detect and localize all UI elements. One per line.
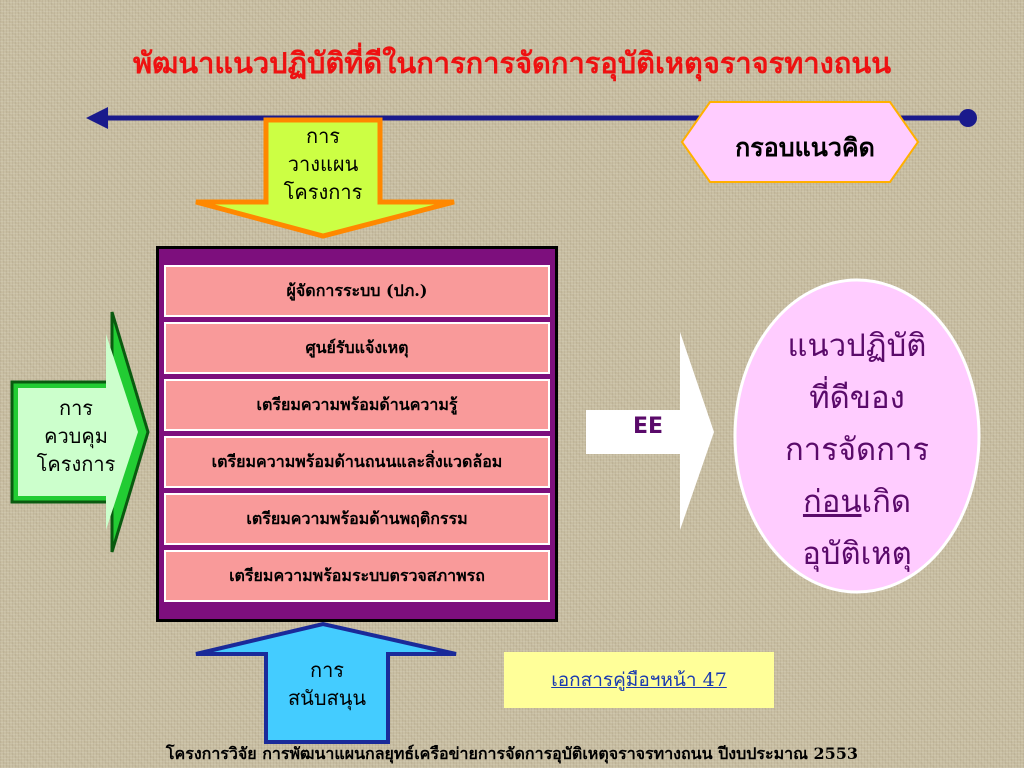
control-line: โครงการ — [36, 452, 116, 476]
outcome-line: ที่ดีของ — [809, 380, 905, 416]
footer-text: โครงการวิจัย การพัฒนาแผนกลยุทธ์เครือข่าย… — [165, 744, 859, 763]
component-row: ผู้จัดการระบบ (ปภ.) — [164, 265, 550, 317]
support-arrow-text: การ สนับสนุน — [270, 656, 384, 712]
ee-arrow — [586, 332, 714, 530]
planning-arrow — [195, 117, 455, 239]
concept-label[interactable]: กรอบแนวคิด — [735, 133, 875, 162]
control-line: ควบคุม — [44, 424, 108, 448]
support-line: การ — [309, 658, 345, 682]
component-row: ศูนย์รับแจ้งเหตุ — [164, 322, 550, 374]
planning-line: โครงการ — [283, 180, 363, 204]
page-title: พัฒนาแนวปฏิบัติที่ดีในการการจัดการอุบัติ… — [132, 46, 892, 80]
ee-label: EE — [632, 414, 664, 439]
planning-line: การ — [305, 124, 341, 148]
components-box: ผู้จัดการระบบ (ปภ.) ศูนย์รับแจ้งเหตุ เตร… — [156, 246, 558, 622]
outcome-text: แนวปฏิบัติ ที่ดีของ การจัดการ ก่อนเกิด อ… — [742, 320, 972, 580]
concept-hexagon[interactable] — [680, 101, 920, 183]
control-arrow-text: การ ควบคุม โครงการ — [14, 394, 138, 478]
outcome-line: อุบัติเหตุ — [802, 536, 912, 572]
outcome-oval — [733, 278, 981, 594]
outcome-line: ก่อนเกิด — [742, 476, 972, 528]
outcome-after: เกิด — [861, 484, 912, 520]
outcome-underlined: ก่อน — [802, 484, 862, 520]
outcome-line: การจัดการ — [785, 432, 929, 468]
component-row: เตรียมความพร้อมด้านพฤติกรรม — [164, 493, 550, 545]
reference-link[interactable]: เอกสารคู่มือฯหน้า 47 — [551, 669, 727, 691]
support-arrow — [195, 621, 457, 744]
planning-arrow-text: การ วางแผน โครงการ — [270, 122, 376, 206]
support-line: สนับสนุน — [287, 686, 367, 710]
outcome-line: แนวปฏิบัติ — [787, 328, 927, 364]
component-row: เตรียมความพร้อมด้านถนนและสิ่งแวดล้อม — [164, 436, 550, 488]
component-row: เตรียมความพร้อมระบบตรวจสภาพรถ — [164, 550, 550, 602]
component-row: เตรียมความพร้อมด้านความรู้ — [164, 379, 550, 431]
reference-box: เอกสารคู่มือฯหน้า 47 — [504, 652, 774, 708]
planning-line: วางแผน — [287, 152, 359, 176]
control-line: การ — [58, 396, 94, 420]
